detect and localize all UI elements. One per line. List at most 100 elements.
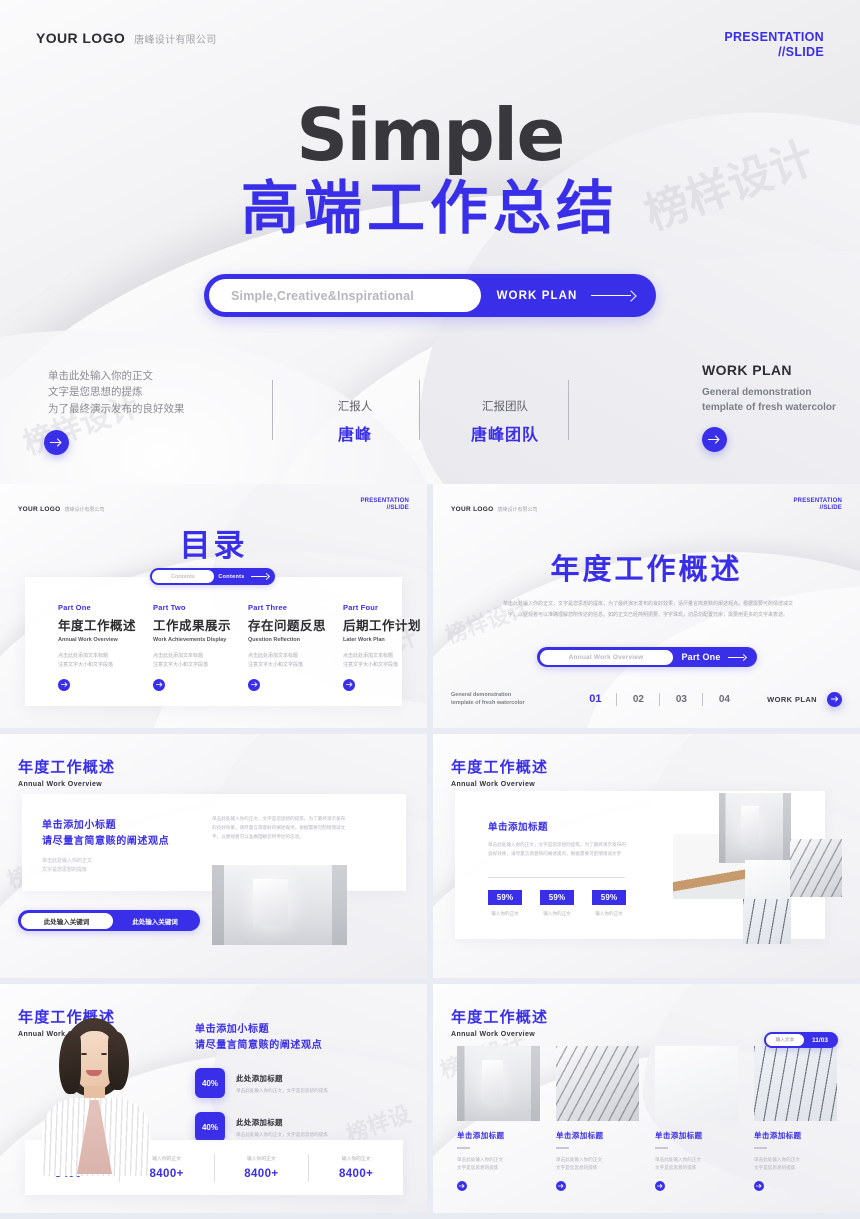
arrow-circle-icon[interactable]: [556, 1180, 566, 1191]
arrow-right-icon: [591, 292, 635, 300]
woman-portrait: [36, 1018, 156, 1176]
divider-pill-label: Part One: [681, 652, 721, 662]
subtitle-desc-line1: 单击此处输入你的正文: [42, 858, 93, 864]
slide-text-image[interactable]: 榜样设计 年度工作概述 Annual Work Overview 单击添加小标题…: [0, 734, 427, 978]
hero-right-arrow-button[interactable]: [702, 427, 836, 452]
divider-pill[interactable]: Annual Work Overview Part One: [537, 647, 757, 667]
pager-item-04[interactable]: 04: [718, 693, 730, 705]
arrow-circle-icon[interactable]: [754, 1180, 764, 1191]
gallery-card-desc-line1: 单击此处输入你的正文: [457, 1156, 503, 1162]
presentation-label: PRESENTATION //SLIDE: [793, 498, 842, 512]
gallery-card[interactable]: 单击添加标题 单击此处输入你的正文 文字是您思想的提炼: [556, 1046, 639, 1191]
divider-pill-input[interactable]: Annual Work Overview: [539, 649, 673, 665]
catalog-part: Part Four: [343, 603, 379, 612]
gallery-card-desc-line2: 文字是您思想的提炼: [457, 1165, 499, 1171]
gallery-badge[interactable]: 输入文本 11/03: [764, 1032, 838, 1048]
catalog-column[interactable]: Part Three 存在问题反思 Question Reflection 点击…: [248, 603, 326, 706]
hero-left-arrow-button[interactable]: [44, 430, 69, 455]
gallery-card[interactable]: 单击添加标题 单击此处输入你的正文 文字是您思想的提炼: [457, 1046, 540, 1191]
catalog-pill[interactable]: Contents Contents: [150, 568, 275, 585]
slide-person[interactable]: 榜样设计 年度工作概述 Annual Work Overview: [0, 984, 427, 1213]
logo[interactable]: YOUR LOGO 唐峰设计有限公司: [36, 30, 217, 46]
slide-gallery[interactable]: 榜样设计 年度工作概述 Annual Work Overview 输入文本 11…: [433, 984, 860, 1213]
person-item[interactable]: 40% 此处添加标题 单击此处输入你的正文，文字是您思想的提炼: [195, 1112, 420, 1142]
stats-row: 59% 输入你的正文 59% 输入你的正文 59% 输入你的正文: [488, 890, 626, 917]
catalog-part: Part Two: [153, 603, 186, 612]
catalog-column[interactable]: Part One 年度工作概述 Annual Work Overview 点击此…: [58, 603, 137, 706]
hero-title-cn: 高端工作总结: [240, 175, 619, 241]
arrow-circle-icon[interactable]: [343, 678, 355, 691]
hero-search-input[interactable]: Simple,Creative&Inspirational: [209, 279, 481, 312]
presentation-line2: //SLIDE: [819, 505, 842, 512]
gallery-card-title: 单击添加标题: [457, 1131, 505, 1140]
pager-item-03[interactable]: 03: [675, 693, 687, 705]
stat-cell[interactable]: 输入你的正文 8400+: [309, 1155, 403, 1180]
keyword-input[interactable]: 此处输入关键词: [20, 912, 113, 929]
person-item[interactable]: 40% 此处添加标题 单击此处输入你的正文，文字是您思想的提炼: [195, 1068, 420, 1098]
divider: [754, 1147, 767, 1149]
divider: [457, 1147, 470, 1149]
gallery-badge-input[interactable]: 输入文本: [766, 1034, 804, 1046]
gallery-card[interactable]: 单击添加标题 单击此处输入你的正文 文字是您思想的提炼: [754, 1046, 837, 1191]
divider-footer-right[interactable]: WORK PLAN: [767, 691, 842, 707]
keyword-button[interactable]: 此处输入关键词: [132, 918, 178, 926]
pager-item-02[interactable]: 02: [632, 693, 644, 705]
arrow-circle-icon[interactable]: [153, 678, 165, 691]
catalog-en: Question Reflection: [248, 637, 300, 643]
presentation-label: PRESENTATION //SLIDE: [724, 30, 824, 60]
divider-title: 年度工作概述: [550, 554, 743, 586]
divider-pill-button[interactable]: Part One: [673, 652, 755, 662]
catalog-column[interactable]: Part Two 工作成果展示 Work Achievements Displa…: [153, 603, 231, 706]
gallery-card[interactable]: 单击添加标题 单击此处输入你的正文 文字是您思想的提炼: [655, 1046, 738, 1191]
arrow-circle-icon[interactable]: [457, 1180, 467, 1191]
slide-stats-collage[interactable]: 榜样设计 年度工作概述 Annual Work Overview 单击添加标题 …: [433, 734, 860, 978]
subtitle-desc-line2: 文字是您思想的提炼: [42, 867, 88, 873]
stat-cell[interactable]: 输入你的正文 8400+: [215, 1155, 309, 1180]
catalog-cn: 后期工作计划: [343, 619, 422, 633]
person-item-text: 此处添加标题 单击此处输入你的正文，文字是您思想的提炼: [236, 1073, 328, 1094]
stats-text-block: 单击添加标题 单击此处输入你的正文，文字是您思想的提炼。为了最终演示发布的良好效…: [488, 819, 628, 859]
stat-value: 8400+: [244, 1168, 279, 1180]
stats-title: 单击添加标题: [488, 822, 549, 833]
section-title-en: Annual Work Overview: [451, 1031, 536, 1038]
catalog-column[interactable]: Part Four 后期工作计划 Later Work Plan 点击此处添加文…: [343, 603, 422, 706]
arrow-circle-icon: [44, 430, 69, 455]
stat-item[interactable]: 59% 输入你的正文: [540, 890, 574, 917]
arrow-circle-icon[interactable]: [248, 678, 260, 691]
hero-action-bar[interactable]: Simple,Creative&Inspirational WORK PLAN: [204, 274, 656, 317]
divider: [419, 380, 420, 440]
divider-pager[interactable]: 01 02 03 04: [574, 692, 745, 706]
catalog-pill-input[interactable]: Contents: [152, 570, 214, 583]
catalog-en: Later Work Plan: [343, 637, 385, 643]
gallery-card-title: 单击添加标题: [556, 1131, 604, 1140]
catalog-card: Part One 年度工作概述 Annual Work Overview 点击此…: [25, 577, 421, 706]
presentation-line1: PRESENTATION: [724, 30, 824, 44]
catalog-cn: 年度工作概述: [58, 619, 137, 633]
catalog-desc-line2: 注意文字大小和文字段落: [153, 661, 209, 668]
corridor-photo: [212, 865, 347, 945]
arrow-circle-icon[interactable]: [58, 678, 70, 691]
corridor-photo: [457, 1046, 540, 1121]
gallery-grid: 单击添加标题 单击此处输入你的正文 文字是您思想的提炼 单击添加标题: [457, 1046, 839, 1191]
arrow-right-icon: [250, 574, 269, 580]
stat-item[interactable]: 59% 输入你的正文: [488, 890, 522, 917]
gallery-card-desc: 单击此处输入你的正文 文字是您思想的提炼: [655, 1156, 738, 1173]
person-lead-line1: 单击添加小标题: [195, 1024, 270, 1035]
catalog-desc-line1: 点击此处添加文本标题: [153, 653, 204, 659]
hero-title-block: Simple 高端工作总结: [0, 99, 860, 241]
catalog-en: Annual Work Overview: [58, 637, 118, 643]
keyword-pill[interactable]: 此处输入关键词 此处输入关键词: [18, 910, 200, 931]
arrow-circle-icon[interactable]: [655, 1180, 665, 1191]
corridor-photo: [719, 793, 791, 863]
hero-workplan-button[interactable]: WORK PLAN: [481, 290, 651, 302]
stat-item[interactable]: 59% 输入你的正文: [592, 890, 626, 917]
catalog-pill-button[interactable]: Contents: [214, 574, 273, 580]
hero-workplan-label: WORK PLAN: [496, 289, 578, 302]
pager-item-01[interactable]: 01: [589, 693, 602, 706]
